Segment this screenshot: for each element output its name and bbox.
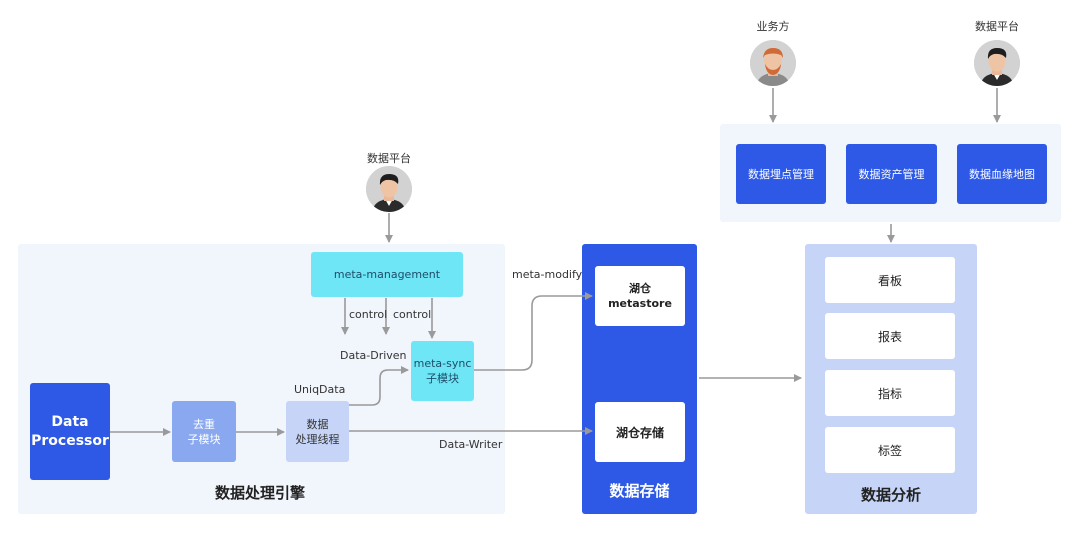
tool-lineage-button[interactable]: 数据血缘地图 bbox=[957, 144, 1047, 204]
person-icon bbox=[750, 40, 796, 86]
lake-storage-label: 湖仓存储 bbox=[615, 425, 664, 440]
meta-sync-label: meta-sync 子模块 bbox=[413, 357, 472, 385]
avatar-platform-mid bbox=[366, 166, 412, 212]
control-label-right: control bbox=[393, 308, 432, 321]
meta-management-box[interactable]: meta-management bbox=[311, 252, 463, 297]
lake-storage-box[interactable]: 湖仓存储 bbox=[595, 402, 685, 462]
uniqdata-label: UniqData bbox=[294, 383, 346, 396]
dedup-box[interactable]: 去重 子模块 bbox=[172, 401, 236, 462]
analysis-item-label: 指标 bbox=[877, 386, 902, 401]
actor-platform-top-label: 数据平台 bbox=[975, 20, 1019, 33]
analysis-item-label: 报表 bbox=[877, 329, 902, 344]
analysis-item-label: 看板 bbox=[877, 273, 902, 288]
actor-business-label: 业务方 bbox=[756, 20, 790, 33]
analysis-item-report[interactable]: 报表 bbox=[825, 313, 955, 359]
dedup-label: 去重 子模块 bbox=[187, 417, 221, 446]
person-icon bbox=[366, 166, 412, 212]
actor-platform-mid-label: 数据平台 bbox=[367, 152, 411, 165]
metastore-label: 湖仓 metastore bbox=[608, 282, 672, 310]
arrow-thread-metasync bbox=[349, 366, 409, 406]
tool-lineage-label: 数据血缘地图 bbox=[969, 168, 1035, 181]
analysis-item-metric[interactable]: 指标 bbox=[825, 370, 955, 416]
storage-title: 数据存储 bbox=[609, 481, 670, 500]
person-icon bbox=[974, 40, 1020, 86]
meta-management-label: meta-management bbox=[333, 268, 441, 281]
analysis-item-dashboard[interactable]: 看板 bbox=[825, 257, 955, 303]
processing-thread-box[interactable]: 数据 处理线程 bbox=[286, 401, 349, 462]
tool-tracking-button[interactable]: 数据埋点管理 bbox=[736, 144, 826, 204]
tool-assets-label: 数据资产管理 bbox=[858, 168, 925, 181]
data-processor-label: Data Processor bbox=[31, 413, 109, 449]
meta-modify-label: meta-modify bbox=[512, 268, 583, 281]
processing-thread-label: 数据 处理线程 bbox=[295, 417, 340, 446]
data-processor-box[interactable]: Data Processor bbox=[30, 383, 110, 480]
analysis-item-label: 标签 bbox=[877, 443, 902, 458]
control-label-left: control bbox=[349, 308, 388, 321]
metastore-box[interactable]: 湖仓 metastore bbox=[595, 266, 685, 326]
avatar-platform-top bbox=[974, 40, 1020, 86]
analysis-item-tag[interactable]: 标签 bbox=[825, 427, 955, 473]
arrow-metasync-metastore bbox=[474, 292, 593, 371]
engine-title: 数据处理引擎 bbox=[214, 483, 305, 502]
meta-sync-box[interactable]: meta-sync 子模块 bbox=[411, 341, 474, 401]
avatar-business bbox=[750, 40, 796, 86]
analysis-title: 数据分析 bbox=[860, 485, 921, 504]
data-writer-label: Data-Writer bbox=[439, 438, 503, 451]
tool-tracking-label: 数据埋点管理 bbox=[748, 168, 814, 181]
data-driven-label: Data-Driven bbox=[340, 349, 407, 362]
tool-assets-button[interactable]: 数据资产管理 bbox=[846, 144, 937, 204]
